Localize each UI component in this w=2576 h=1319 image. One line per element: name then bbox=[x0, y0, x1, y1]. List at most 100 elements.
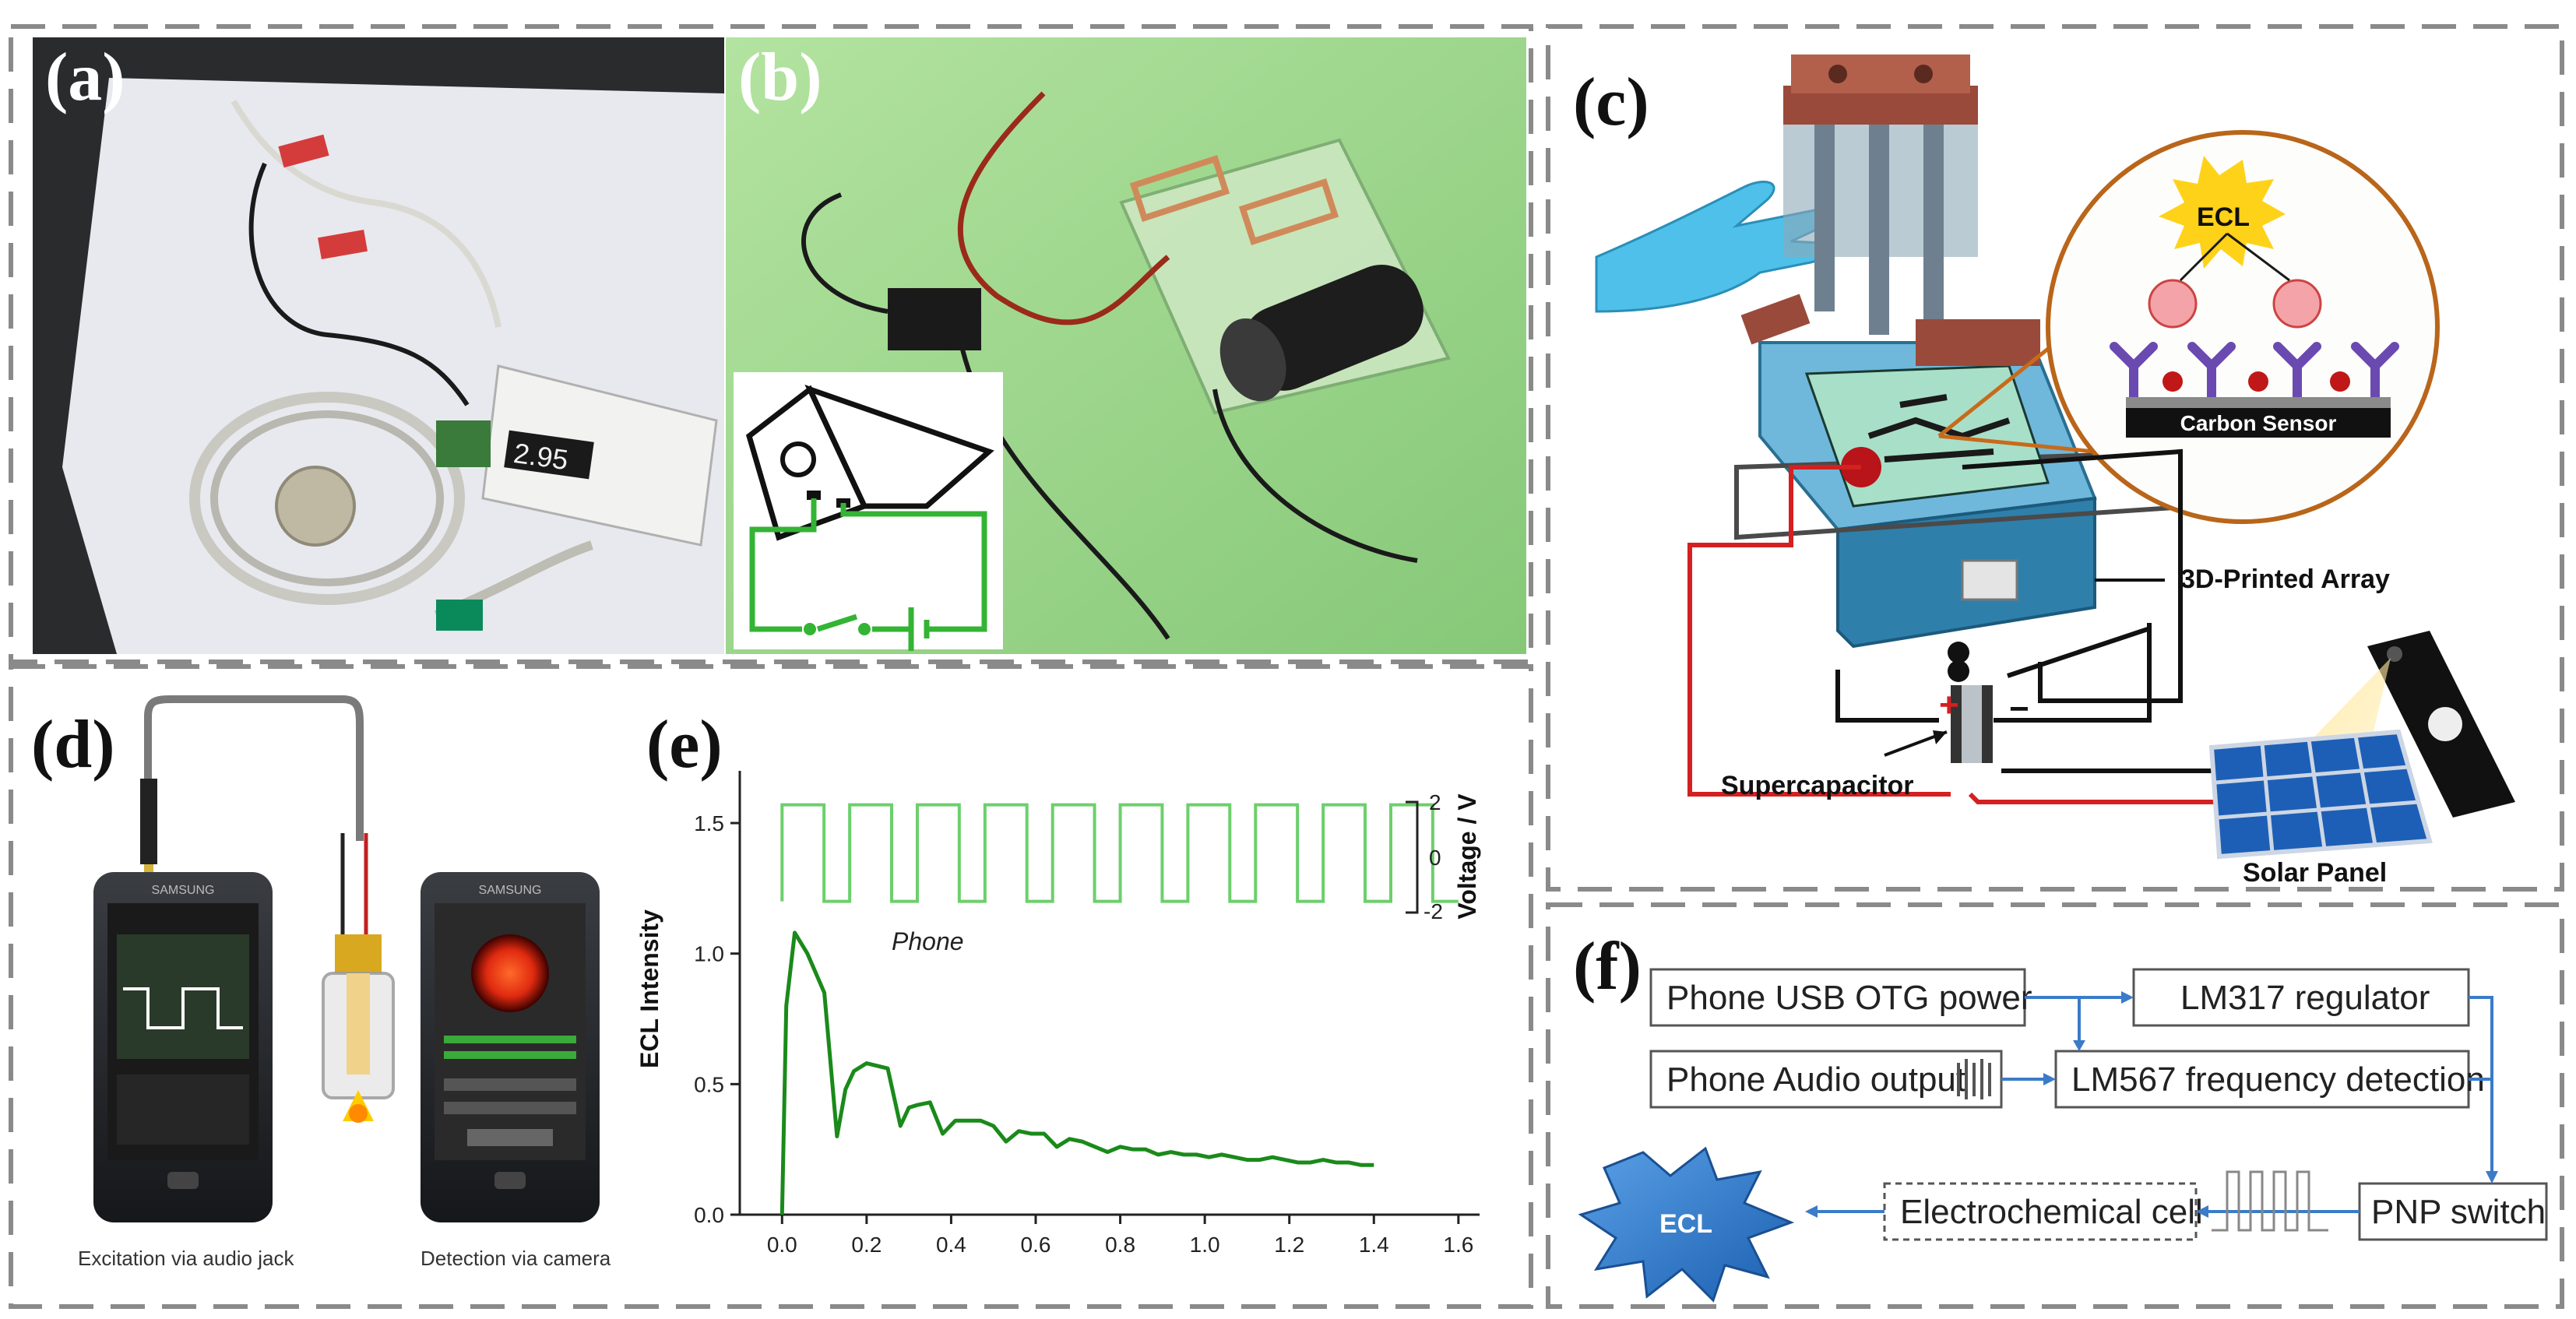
ecl-star bbox=[1578, 1146, 1795, 1303]
svg-text:LM317 regulator: LM317 regulator bbox=[2180, 979, 2430, 1017]
antibody-complex-2 bbox=[2272, 279, 2322, 329]
circuit-lines bbox=[1687, 448, 2219, 804]
x-tick-label: 0.8 bbox=[1105, 1233, 1135, 1257]
solar-panel bbox=[2208, 729, 2433, 860]
electrode-2 bbox=[1238, 178, 1339, 245]
x-tick-label: 1.4 bbox=[1359, 1233, 1389, 1257]
x-tick-label: 0.2 bbox=[851, 1233, 882, 1257]
flow-arrows bbox=[1814, 996, 2493, 1213]
caption-excitation: Excitation via audio jack bbox=[78, 1247, 294, 1270]
y-tick-label: 0.0 bbox=[694, 1203, 724, 1227]
panel-frames bbox=[9, 24, 2564, 1309]
phone-left: SAMSUNG bbox=[93, 872, 273, 1222]
y-axis-label: ECL Intensity bbox=[635, 909, 663, 1068]
power-cell bbox=[888, 288, 981, 350]
voltage-square-wave bbox=[780, 803, 1459, 903]
sensor-zoom: ECL Carbon Sensor bbox=[1937, 130, 2440, 524]
svg-text:Phone USB OTG power: Phone USB OTG power bbox=[1666, 979, 2032, 1017]
cable-white bbox=[231, 100, 501, 328]
ecl-intensity-line bbox=[779, 930, 1374, 1215]
x-tick-label: 1.2 bbox=[1274, 1233, 1304, 1257]
battery bbox=[1219, 265, 1423, 402]
y-ticks: 0.0 0.5 1.0 1.5 bbox=[694, 811, 740, 1227]
y-tick-label: 0.5 bbox=[694, 1072, 724, 1096]
electrode-block bbox=[1783, 55, 1978, 335]
panel-c-label: (c) bbox=[1573, 65, 1649, 140]
capture-antibodies bbox=[2110, 342, 2399, 402]
svg-text:Phone Audio output: Phone Audio output bbox=[1666, 1060, 1965, 1099]
iphone bbox=[2367, 631, 2515, 818]
antibody-complex-1 bbox=[2148, 279, 2198, 329]
alligator-clip-red-2 bbox=[318, 230, 368, 259]
wire-black-1 bbox=[801, 192, 889, 314]
frame-c bbox=[1546, 24, 2564, 892]
usb-plug bbox=[436, 600, 483, 631]
voltage-bracket bbox=[1406, 800, 1419, 914]
schematic-inset bbox=[734, 372, 1003, 649]
y2-tick-2: 0 bbox=[1429, 846, 1441, 870]
carbon-sensor-bar bbox=[2126, 408, 2391, 438]
battery-holder bbox=[436, 420, 491, 467]
coin bbox=[275, 466, 356, 547]
wire-red bbox=[957, 91, 1170, 325]
pulse-train-icon bbox=[2212, 1170, 2328, 1232]
svg-text:LM567 frequency detection: LM567 frequency detection bbox=[2071, 1060, 2485, 1099]
svg-text:SAMSUNG: SAMSUNG bbox=[479, 884, 542, 897]
y-tick-label: 1.5 bbox=[694, 811, 724, 835]
svg-text:−: − bbox=[2009, 690, 2029, 728]
wire-black-3 bbox=[1212, 389, 1418, 563]
circuit-wire bbox=[749, 498, 987, 651]
panel-c: (c) bbox=[1573, 55, 2515, 888]
array-label: 3D-Printed Array bbox=[2180, 565, 2390, 594]
electrode-1 bbox=[1129, 155, 1230, 222]
x-tick-label: 0.0 bbox=[767, 1233, 797, 1257]
svg-text:PNP switch: PNP switch bbox=[2371, 1193, 2546, 1231]
panel-a: 2.95 (a) bbox=[33, 37, 724, 654]
x-tick-label: 1.0 bbox=[1190, 1233, 1220, 1257]
svg-text:SAMSUNG: SAMSUNG bbox=[152, 884, 215, 897]
x-tick-label: 0.4 bbox=[936, 1233, 966, 1257]
y-tick-label: 1.0 bbox=[694, 942, 724, 966]
svg-text:Electrochemical cell: Electrochemical cell bbox=[1900, 1193, 2203, 1231]
x-tick-label: 0.6 bbox=[1021, 1233, 1051, 1257]
box-pnp bbox=[2358, 1182, 2548, 1241]
y2-tick-3: -2 bbox=[1423, 899, 1443, 923]
box-audio bbox=[1649, 1050, 2003, 1109]
x-tick-label: 1.6 bbox=[1443, 1233, 1473, 1257]
svg-text:ECL: ECL bbox=[1659, 1209, 1712, 1239]
electrochemical-vial bbox=[322, 833, 395, 1123]
audio-cable bbox=[144, 695, 364, 856]
panel-a-label: (a) bbox=[45, 40, 125, 115]
solar-panel-label: Solar Panel bbox=[2243, 858, 2387, 888]
supercapacitor-label: Supercapacitor bbox=[1721, 771, 1914, 800]
panel-e: (e) 0.0 0.2 0.4 0.6 0.8 1.0 1.2 1.4 1.6 0.0 0.5 1.… bbox=[635, 707, 1481, 1257]
panel-f-label: (f) bbox=[1573, 929, 1642, 1004]
svg-text:2.95: 2.95 bbox=[512, 437, 570, 476]
usb-cable-coil bbox=[189, 392, 465, 605]
phone-annotation: Phone bbox=[892, 927, 964, 955]
y2-tick-1: 2 bbox=[1429, 790, 1441, 814]
svg-text:Carbon Sensor: Carbon Sensor bbox=[2180, 411, 2337, 435]
supercapacitor bbox=[1951, 685, 1993, 763]
ecl-chart: 0.0 0.2 0.4 0.6 0.8 1.0 1.2 1.4 1.6 0.0 0.5 1.0 1.5… bbox=[635, 771, 1481, 1257]
svg-text:ECL: ECL bbox=[2197, 202, 2250, 232]
panel-f: (f) Phone USB OTG power LM317 regulator … bbox=[1573, 929, 2548, 1303]
box-usb bbox=[1649, 968, 2026, 1027]
panel-d-label: (d) bbox=[31, 707, 115, 783]
panel-d: (d) SAMSUNG SAMSUNG bbox=[31, 695, 611, 1270]
digital-display bbox=[504, 430, 594, 480]
audio-plug bbox=[140, 779, 157, 864]
ecl-burst bbox=[2159, 156, 2286, 269]
phone-right: SAMSUNG bbox=[421, 872, 600, 1222]
frame-f bbox=[1546, 902, 2564, 1309]
caption-detection: Detection via camera bbox=[421, 1247, 611, 1270]
panel-b-label: (b) bbox=[738, 40, 822, 115]
x-ticks: 0.0 0.2 0.4 0.6 0.8 1.0 1.2 1.4 1.6 bbox=[767, 1215, 1473, 1257]
alligator-clip-red-1 bbox=[278, 134, 329, 168]
audio-waveform-icon bbox=[1957, 1059, 1991, 1099]
panel-b: (b) bbox=[726, 37, 1526, 654]
cable-black bbox=[248, 162, 470, 406]
svg-text:+: + bbox=[1939, 686, 1959, 724]
panel-e-label: (e) bbox=[646, 707, 723, 783]
